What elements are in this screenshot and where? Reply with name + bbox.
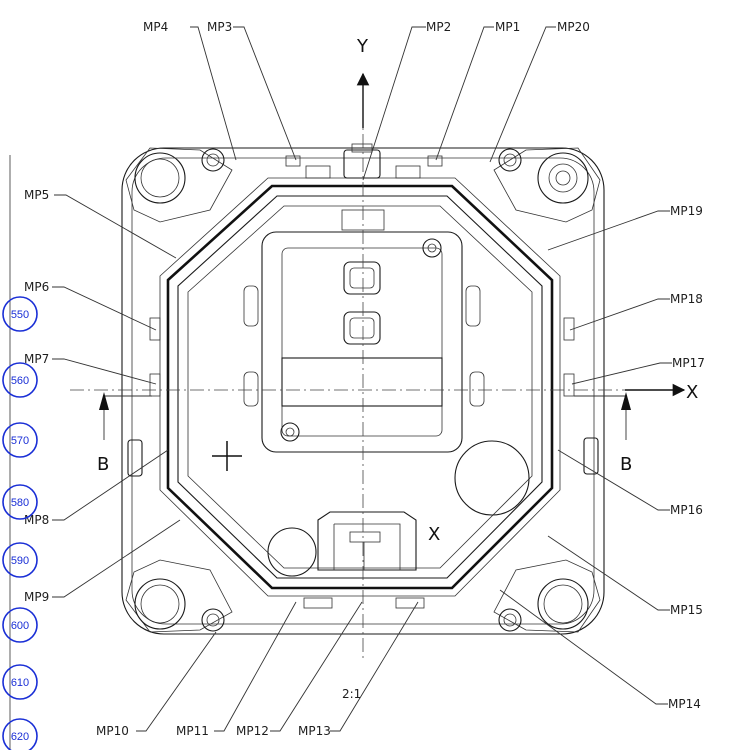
callout-mp20: MP20: [489, 20, 590, 163]
callout-mp13: MP13: [298, 601, 419, 738]
round-opening-left: [267, 527, 317, 577]
label-mp6: MP6: [24, 280, 49, 294]
balloon-550-number: 550: [11, 309, 29, 321]
balloon-600: 600: [2, 607, 38, 643]
label-mp7: MP7: [24, 352, 49, 366]
label-mp1: MP1: [495, 20, 520, 34]
label-mp16: MP16: [670, 503, 703, 517]
balloon-570: 570: [2, 422, 38, 458]
balloon-620: 620: [2, 718, 38, 750]
octagon-inner-wall: [177, 195, 543, 579]
balloon-560: 560: [2, 362, 38, 398]
housing-part: [121, 143, 605, 635]
balloon-590-number: 590: [11, 555, 29, 567]
callout-mp7: MP7: [24, 352, 157, 385]
top-tab-left: [285, 155, 301, 167]
rib-left-upper: [243, 285, 259, 327]
balloon-600-number: 600: [11, 620, 29, 632]
bottom-latch: [317, 511, 417, 571]
callout-mp19: MP19: [547, 204, 703, 251]
y-axis-label: Y: [356, 36, 369, 57]
bottom-tab-right: [395, 597, 425, 609]
balloon-560-number: 560: [11, 375, 29, 387]
label-mp5: MP5: [24, 188, 49, 202]
corner-lug-top-left: [125, 147, 233, 223]
balloon-590: 590: [2, 542, 38, 578]
callout-mp11: MP11: [176, 601, 297, 738]
bottom-tab-left: [303, 597, 333, 609]
label-mp8: MP8: [24, 513, 49, 527]
corner-lug-bottom-left: [125, 559, 233, 633]
top-tab-right: [427, 155, 443, 167]
center-window-inner: [281, 247, 443, 437]
callout-mp17: MP17: [571, 356, 705, 385]
label-mp17: MP17: [672, 356, 705, 370]
screw-boss-bottom-left: [280, 422, 300, 442]
callout-mp14: MP14: [499, 589, 701, 711]
plus-marker: [212, 441, 242, 471]
label-mp15: MP15: [670, 603, 703, 617]
callout-mp1: MP1: [435, 20, 520, 161]
balloon-570-number: 570: [11, 435, 29, 447]
label-mp14: MP14: [668, 697, 701, 711]
label-mp12: MP12: [236, 724, 269, 738]
x-axis-label: X: [686, 382, 698, 403]
callout-mp8: MP8: [24, 449, 169, 527]
callout-mp15: MP15: [547, 535, 703, 617]
rib-left-lower: [243, 371, 259, 407]
balloon-580: 580: [2, 484, 38, 520]
balloon-550: 550: [2, 296, 38, 332]
balloon-610-number: 610: [11, 677, 29, 689]
octagon-seal-wall: [166, 184, 554, 590]
callout-mp2: MP2: [362, 20, 451, 181]
octagon-floor-edge: [187, 205, 533, 569]
callout-mp6: MP6: [24, 280, 157, 331]
boss-lower: [343, 311, 381, 345]
label-pad: [281, 357, 443, 407]
datum-mark-label: X: [428, 524, 440, 545]
label-mp4: MP4: [143, 20, 168, 34]
label-mp2: MP2: [426, 20, 451, 34]
section-marker-left: B: [97, 392, 152, 475]
section-marker-right: B: [574, 392, 632, 475]
callout-mp16: MP16: [557, 449, 703, 517]
corner-lug-top-right: [493, 147, 601, 223]
corner-lug-bottom-right: [493, 559, 601, 633]
callout-mp3: MP3: [207, 20, 297, 161]
octagon-outer-wall: [159, 177, 561, 597]
section-right-label: B: [620, 454, 632, 475]
rib-right-upper: [465, 285, 481, 327]
screw-boss-top-right: [422, 238, 442, 258]
label-mp13: MP13: [298, 724, 331, 738]
label-mp18: MP18: [670, 292, 703, 306]
label-mp11: MP11: [176, 724, 209, 738]
callout-mp9: MP9: [24, 519, 181, 604]
right-side-tab: [583, 437, 599, 475]
callout-mp10: MP10: [96, 631, 217, 738]
label-mp3: MP3: [207, 20, 232, 34]
top-center-tab: [343, 149, 381, 179]
boss-upper: [343, 261, 381, 295]
callout-mp18: MP18: [569, 292, 703, 331]
label-mp19: MP19: [670, 204, 703, 218]
left-side-tab: [127, 439, 143, 477]
label-mp9: MP9: [24, 590, 49, 604]
callout-mp12: MP12: [236, 601, 363, 738]
round-opening-right: [454, 440, 530, 516]
rib-right-lower: [469, 371, 485, 407]
label-mp20: MP20: [557, 20, 590, 34]
label-mp10: MP10: [96, 724, 129, 738]
center-window-outer: [261, 231, 463, 453]
scale-label: 2:1: [342, 687, 361, 701]
section-left-label: B: [97, 454, 109, 475]
callout-mp5: MP5: [24, 188, 177, 259]
balloon-620-number: 620: [11, 731, 29, 743]
callout-mp4: MP4: [143, 20, 237, 161]
balloon-580-number: 580: [11, 497, 29, 509]
balloon-610: 610: [2, 664, 38, 700]
